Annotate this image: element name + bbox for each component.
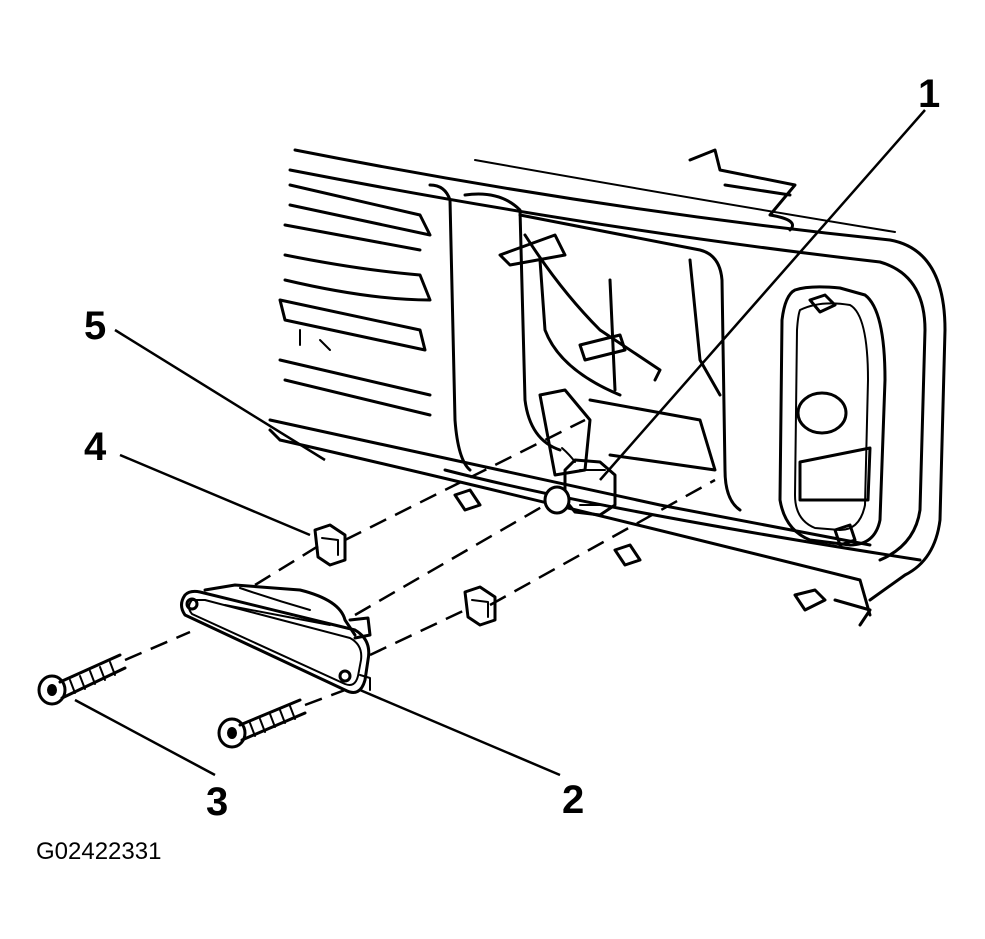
bulb-socket-icon [543,447,617,517]
grille-assembly [268,148,947,627]
callout-4: 4 [84,425,107,469]
screw-icon [37,653,307,749]
retainer-clip-icon [313,523,497,627]
figure-id: G02422331 [36,838,162,865]
callout-2: 2 [562,778,585,822]
assembly-guide-lines [124,418,716,707]
leader-lines [74,109,926,777]
callout-3: 3 [206,780,229,824]
callout-1: 1 [918,72,941,116]
side-marker-lamp-icon [180,583,372,694]
callout-5: 5 [84,304,107,348]
